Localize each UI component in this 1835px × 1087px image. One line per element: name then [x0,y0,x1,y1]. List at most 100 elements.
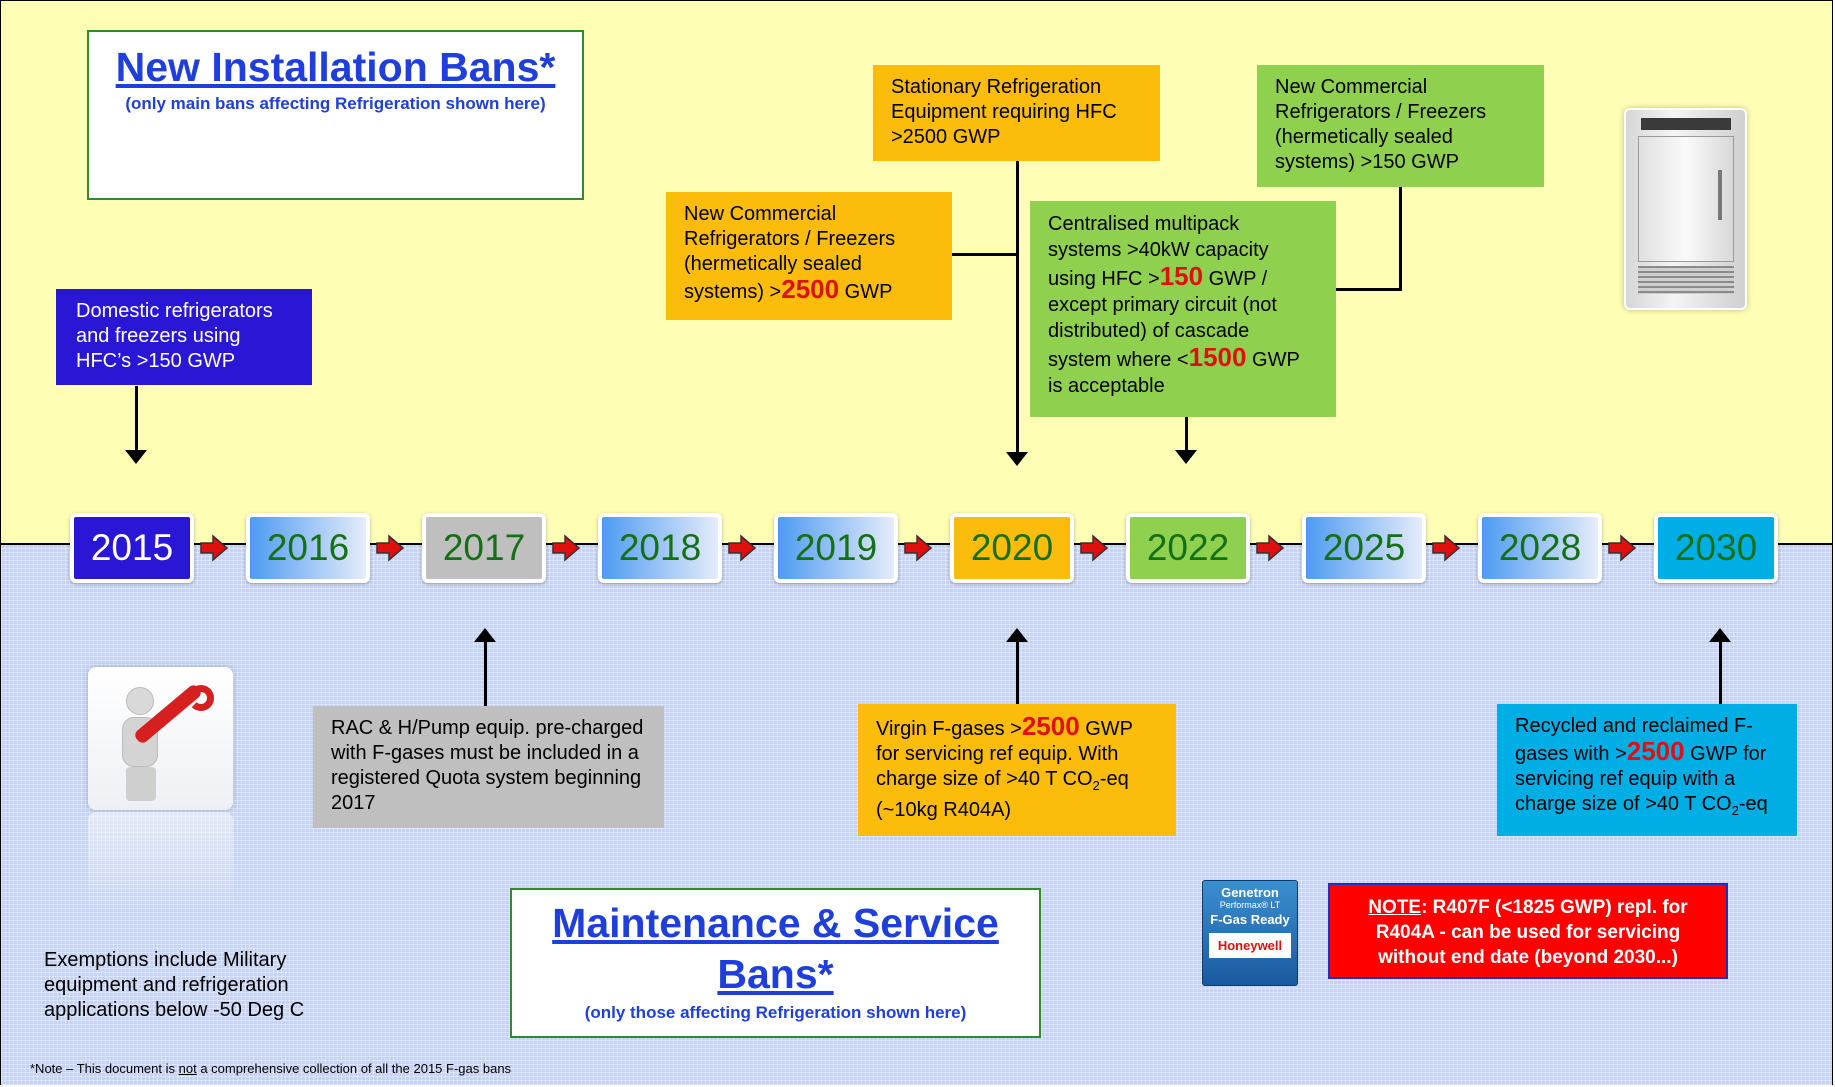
gwp-value-150: 150 [1159,261,1204,291]
wrench-head-icon [188,685,214,711]
rac-quota-note: RAC & H/Pump equip. pre-charged with F-g… [313,706,664,828]
honeywell-genetron-badge: Genetron Performax® LT F-Gas Ready Honey… [1202,880,1298,986]
co2-subscript: 2 [1731,803,1739,818]
new-installation-title: New Installation Bans* [115,44,556,90]
recycled-text-c: -eq [1738,793,1768,815]
arrow-2020-head [1006,452,1028,466]
badge-line2: Performax® LT [1219,900,1281,910]
year-2020: 2020 [950,513,1074,583]
recycled-text-a: Recycled and reclaimed F-gases with > [1515,715,1753,765]
arrow-2020-up [1016,640,1019,704]
commercial-2500-note: New Commercial Refrigerators / Freezers … [666,192,952,320]
timeline-arrow-icon [727,533,757,563]
arrow-2020 [1016,161,1019,453]
new-installation-subtitle: (only main bans affecting Refrigeration … [125,94,546,113]
fridge-control-panel [1641,118,1731,130]
maintenance-title: Maintenance & Service Bans* [552,900,999,997]
year-label: 2018 [618,527,702,568]
multipack-text-a: Centralised multipack systems >40kW capa… [1048,213,1269,290]
commercial-2500-gwp-unit: GWP [839,281,893,303]
arrow-2017-up [484,640,487,706]
badge-line1: Genetron [1221,885,1279,900]
year-2018: 2018 [598,513,722,583]
arrow-2030-up-head [1709,628,1731,642]
year-2022: 2022 [1126,513,1250,583]
year-label: 2022 [1146,527,1230,568]
domestic-ban-text: Domestic refrigerators and freezers usin… [76,300,273,372]
figure-legs [126,767,156,801]
virgin-text-a: Virgin F-gases > [876,718,1022,740]
timeline-arrow-icon [199,533,229,563]
year-2019: 2019 [774,513,898,583]
timeline-arrow-icon [375,533,405,563]
figure-head [126,687,154,715]
r407f-note-label: NOTE [1368,897,1422,918]
multipack-ban-note: Centralised multipack systems >40kW capa… [1030,201,1336,417]
commercial-2500-text: New Commercial Refrigerators / Freezers … [684,203,896,303]
connector-commercial-150-across [1336,288,1402,291]
gwp-value-2500: 2500 [1021,711,1080,741]
stationary-ban-note: Stationary Refrigeration Equipment requi… [873,65,1160,161]
connector-commercial-150-down [1399,187,1402,290]
co2-subscript: 2 [1092,778,1100,793]
timeline-arrow-icon [903,533,933,563]
footnote: *Note – This document is not a comprehen… [30,1061,511,1076]
rac-quota-text: RAC & H/Pump equip. pre-charged with F-g… [331,717,644,814]
timeline-arrow-icon [1079,533,1109,563]
badge-line3: F-Gas Ready [1210,912,1290,927]
gwp-value-2500: 2500 [1626,736,1685,766]
year-2028: 2028 [1478,513,1602,583]
fridge-vent [1638,266,1734,294]
multipack-text-b: GWP / except primary circuit (not distri… [1048,268,1277,371]
domestic-ban-note: Domestic refrigerators and freezers usin… [56,289,312,385]
arrow-2022-head [1175,450,1197,464]
year-2017: 2017 [422,513,546,583]
connector-commercial-2500 [952,253,1016,256]
virgin-text-b: GWP for servicing ref equip. With charge… [876,718,1133,790]
maintenance-subtitle: (only those affecting Refrigeration show… [584,1003,967,1022]
footnote-text-b: a comprehensive collection of all the 20… [196,1061,512,1076]
multipack-text-c: GWP is acceptable [1048,349,1300,397]
r407f-note-text: : R407F (<1825 GWP) repl. for R404A - ca… [1375,897,1688,968]
timeline-arrow-icon [551,533,581,563]
maintenance-title-box: Maintenance & Service Bans* (only those … [510,888,1041,1038]
virgin-text-c: -eq (~10kg R404A) [876,768,1129,821]
new-installation-title-box: New Installation Bans* (only main bans a… [87,30,584,200]
stationary-ban-text: Stationary Refrigeration Equipment requi… [891,76,1117,148]
year-2030: 2030 [1654,513,1778,583]
wrench-reflection [88,812,233,912]
year-label: 2015 [90,527,174,568]
commercial-150-text: New Commercial Refrigerators / Freezers … [1275,76,1487,173]
arrow-domestic [135,386,138,452]
exemptions-text: Exemptions include Military equipment an… [44,948,344,1023]
arrow-2017-up-head [474,628,496,642]
year-label: 2019 [794,527,878,568]
recycled-fgas-note: Recycled and reclaimed F-gases with >250… [1497,704,1797,836]
r407f-note: NOTE: R407F (<1825 GWP) repl. for R404A … [1328,883,1728,979]
wrench-figure-image [88,667,233,810]
timeline-arrow-icon [1431,533,1461,563]
footnote-text-a: *Note – This document is [30,1061,179,1076]
arrow-2030-up [1719,640,1722,704]
timeline-arrow-icon [1607,533,1637,563]
gwp-value-2500: 2500 [781,274,840,304]
arrow-2020-up-head [1006,628,1028,642]
year-label: 2020 [970,527,1054,568]
arrow-2022 [1185,417,1188,451]
gwp-value-1500: 1500 [1188,342,1247,372]
year-label: 2025 [1322,527,1406,568]
footnote-underlined: not [178,1061,197,1076]
recycled-text-b: GWP for servicing ref equip with a charg… [1515,743,1767,815]
commercial-fridge-image [1624,108,1747,310]
arrow-domestic-head [125,450,147,464]
exemptions-label: Exemptions include Military equipment an… [44,949,305,1021]
fridge-handle [1718,170,1722,220]
commercial-150-note: New Commercial Refrigerators / Freezers … [1257,65,1544,187]
year-label: 2017 [442,527,526,568]
year-2015: 2015 [70,513,194,583]
year-2016: 2016 [246,513,370,583]
year-label: 2028 [1498,527,1582,568]
virgin-fgas-note: Virgin F-gases >2500 GWP for servicing r… [858,704,1176,836]
timeline-arrow-icon [1255,533,1285,563]
year-label: 2030 [1674,527,1758,568]
